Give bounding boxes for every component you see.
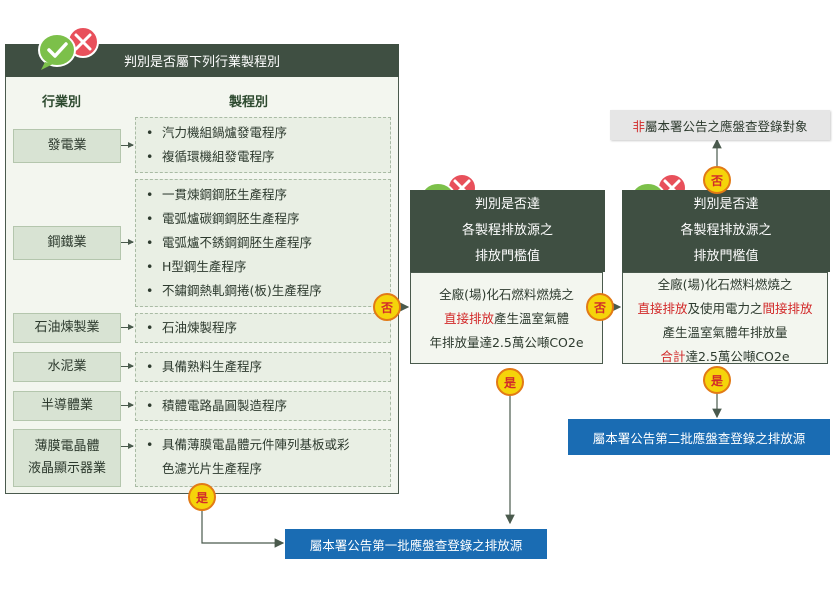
badge-yes-box3: 是 — [703, 366, 731, 394]
decision-box-3-line4-rest: 達2.5萬公噸CO2e — [685, 349, 790, 364]
industry-refining: 石油煉製業 — [13, 313, 121, 343]
process-item: 電弧爐碳鋼鋼胚生產程序 — [136, 207, 390, 231]
badge-no-box3: 否 — [703, 166, 731, 194]
industry-panel-title: 判別是否屬下列行業製程別 — [123, 55, 280, 70]
industry-power: 發電業 — [13, 129, 121, 163]
decision-box-3-body: 全廠(場)化石燃料燃燒之 直接排放及使用電力之間接排放 產生溫室氣體年排放量 合… — [622, 272, 828, 364]
row-arrow — [121, 443, 134, 449]
decision-box-3-line3: 產生溫室氣體年排放量 — [662, 325, 788, 340]
decision-box-3-line1: 全廠(場)化石燃料燃燒之 — [657, 277, 793, 292]
industry-cement: 水泥業 — [13, 352, 121, 382]
process-item: 複循環機組發電程序 — [136, 145, 390, 169]
result-second-batch-text: 屬本署公告第二批應盤查登錄之排放源 — [592, 430, 806, 446]
process-item: 石油煉製程序 — [136, 316, 390, 340]
industry-panel-header: 判別是否屬下列行業製程別 — [5, 44, 399, 77]
result-second-batch: 屬本署公告第二批應盤查登錄之排放源 — [568, 419, 830, 455]
decision-box-3-header: 判別是否達 各製程排放源之 排放門檻值 — [622, 190, 830, 272]
row-arrow — [121, 363, 134, 369]
row-arrow — [121, 142, 134, 148]
process-item: 一貫煉鋼鋼胚生產程序 — [136, 183, 390, 207]
decision-box-2-head-line3: 排放門檻值 — [474, 249, 540, 264]
column-header-process: 製程別 — [229, 95, 269, 110]
process-list-cement: 具備熟料生產程序 — [135, 352, 391, 382]
decision-box-2-line2: 直接排放產生溫室氣體 — [411, 307, 602, 331]
decision-box-3-head-line1: 判別是否達 — [693, 197, 759, 212]
process-item-line2: 色濾光片生產程序 — [162, 461, 263, 476]
decision-box-3-line2: 直接排放及使用電力之間接排放 — [623, 297, 827, 321]
decision-box-3-line2-mid: 及使用電力之 — [687, 301, 763, 316]
process-list-power: 汽力機組鍋爐發電程序 複循環機組發電程序 — [135, 117, 391, 173]
industry-tft-lcd-line2: 液晶顯示器業 — [27, 461, 106, 476]
result-first-batch: 屬本署公告第一批應盤查登錄之排放源 — [285, 529, 547, 559]
decision-box-2-line3: 年排放量達2.5萬公噸CO2e — [429, 335, 584, 350]
total-label: 合計 — [660, 349, 686, 364]
process-item: 不鏽鋼熱軋鋼捲(板)生產程序 — [136, 279, 390, 303]
industry-semiconductor: 半導體業 — [13, 391, 121, 421]
decision-box-3-line4: 合計達2.5萬公噸CO2e — [623, 345, 827, 369]
process-item-line1: 具備薄膜電晶體元件陣列基板或彩 — [162, 437, 350, 452]
decision-box-3-head-line3: 排放門檻值 — [693, 249, 759, 264]
direct-emission-label: 直接排放 — [443, 311, 494, 326]
decision-box-3-head-line2: 各製程排放源之 — [680, 223, 772, 238]
row-arrow — [121, 324, 134, 330]
row-arrow — [121, 402, 134, 408]
check-cross-bubble-icon — [35, 22, 107, 72]
decision-box-2-head-line2: 各製程排放源之 — [461, 223, 553, 238]
result-first-batch-text: 屬本署公告第一批應盤查登錄之排放源 — [309, 537, 523, 553]
badge-no-box2: 否 — [586, 293, 614, 321]
process-item: 具備熟料生產程序 — [136, 355, 390, 379]
result-not-prefix: 非 — [632, 118, 645, 134]
industry-steel: 鋼鐵業 — [13, 226, 121, 260]
badge-yes-box2: 是 — [496, 368, 524, 396]
process-list-steel: 一貫煉鋼鋼胚生產程序 電弧爐碳鋼鋼胚生產程序 電弧爐不銹鋼鋼胚生產程序 H型鋼生… — [135, 179, 391, 307]
decision-box-2-line1: 全廠(場)化石燃料燃燒之 — [439, 287, 574, 302]
column-header-industry: 行業別 — [42, 95, 82, 110]
badge-no-main: 否 — [373, 293, 401, 321]
industry-tft-lcd: 薄膜電晶體 液晶顯示器業 — [13, 429, 121, 487]
process-list-semiconductor: 積體電路晶圓製造程序 — [135, 391, 391, 421]
decision-box-2-line2-rest: 產生溫室氣體 — [494, 311, 570, 326]
badge-yes-main: 是 — [188, 483, 216, 511]
result-not-text: 屬本署公告之應盤查登錄對象 — [645, 118, 808, 134]
decision-box-2-head-line1: 判別是否達 — [474, 197, 540, 212]
decision-box-2-header: 判別是否達 各製程排放源之 排放門檻值 — [410, 190, 605, 272]
industry-tft-lcd-line1: 薄膜電晶體 — [34, 439, 100, 454]
process-item: 積體電路晶圓製造程序 — [136, 394, 390, 418]
process-item: 汽力機組鍋爐發電程序 — [136, 121, 390, 145]
process-item: 電弧爐不銹鋼鋼胚生產程序 — [136, 231, 390, 255]
indirect-emission-label: 間接排放 — [762, 301, 813, 316]
process-list-refining: 石油煉製程序 — [135, 313, 391, 343]
result-not-subject: 非屬本署公告之應盤查登錄對象 — [610, 110, 830, 140]
process-item: H型鋼生產程序 — [136, 255, 390, 279]
decision-box-2-body: 全廠(場)化石燃料燃燒之 直接排放產生溫室氣體 年排放量達2.5萬公噸CO2e — [410, 272, 603, 364]
row-arrow — [121, 239, 134, 245]
direct-emission-label: 直接排放 — [637, 301, 688, 316]
